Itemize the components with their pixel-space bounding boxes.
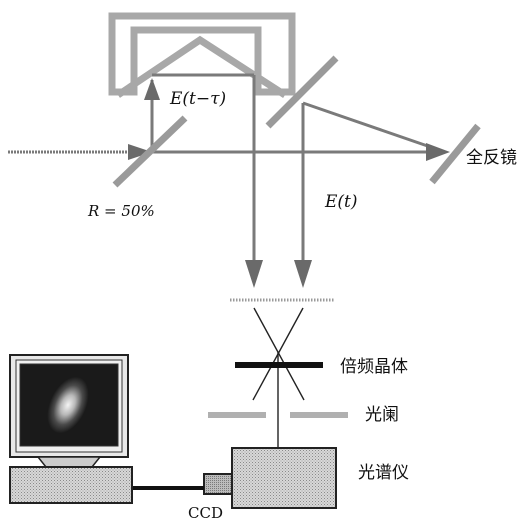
spectrometer-box: [232, 448, 336, 508]
label-doubling-crystal: 倍频晶体: [340, 357, 408, 377]
label-aperture: 光阑: [365, 405, 399, 425]
focused-beams: [253, 308, 304, 448]
label-direct-field: E(t): [324, 192, 358, 212]
arrowhead-to-mirror: [426, 143, 450, 161]
arrowhead-direct-down: [294, 260, 312, 288]
delay-retroreflector: [112, 16, 292, 95]
label-spectrometer: 光谱仪: [358, 463, 409, 483]
arrowhead-up: [144, 78, 160, 100]
label-ccd: CCD: [188, 504, 223, 522]
computer-monitor-icon: [10, 355, 132, 503]
label-full-mirror: 全反镜: [466, 148, 517, 168]
ccd-detector: [204, 474, 232, 494]
arrowhead-delayed-down: [245, 260, 263, 288]
doubling-crystal: [235, 362, 323, 368]
label-reflectivity: R = 50%: [87, 202, 155, 220]
label-delayed-field: E(t−τ): [169, 89, 226, 109]
beam-paths: [8, 75, 445, 262]
